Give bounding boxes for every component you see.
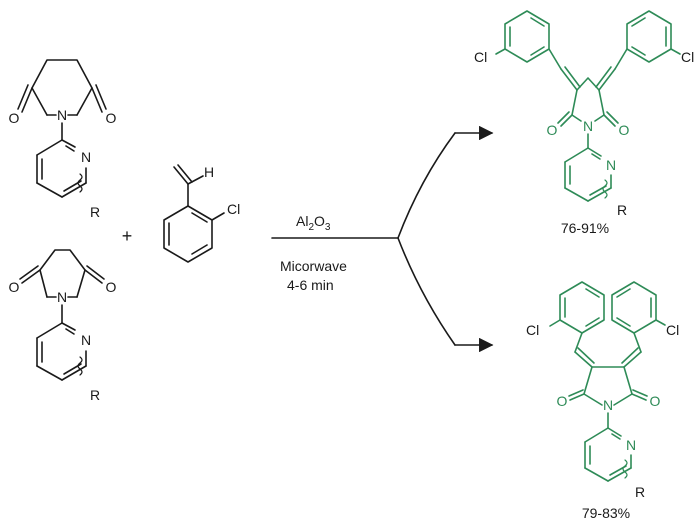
five-membered-product (549, 281, 666, 482)
six-membered-product (495, 10, 681, 202)
p2-o-right: O (650, 393, 661, 409)
glutarimide-n-pyridine: N (81, 149, 91, 165)
succinimide-n-pyridine: N (81, 332, 91, 348)
succinimide-n-imide: N (57, 289, 67, 305)
glutarimide-reactant: O O N N R (9, 59, 117, 220)
succinimide-o-right: O (106, 279, 117, 295)
chlorobenzaldehyde-reactant: H Cl (163, 164, 240, 263)
reaction-arrow (271, 125, 494, 353)
aldehyde-h-label: H (204, 164, 214, 180)
p1-yield: 76-91% (561, 220, 609, 236)
p2-n-pyridine: N (626, 437, 636, 453)
p2-cl-right: Cl (666, 322, 679, 338)
energy-label: Micorwave (280, 258, 347, 274)
succinimide-o-left: O (9, 279, 20, 295)
p1-n-imide: N (583, 118, 593, 134)
aldehyde-cl-label: Cl (227, 201, 240, 217)
succinimide-reactant: O O N N R (9, 249, 117, 403)
p1-cl-right: Cl (681, 49, 694, 65)
p2-cl-left: Cl (526, 322, 539, 338)
p1-n-pyridine: N (606, 157, 616, 173)
catalyst-label: Al2O3 (296, 213, 331, 233)
succinimide-r-group: R (90, 387, 100, 403)
p2-yield: 79-83% (582, 505, 630, 521)
p2-r-group: R (635, 484, 645, 500)
glutarimide-o-left: O (9, 110, 20, 126)
p1-r-group: R (617, 202, 627, 218)
p2-o-left: O (557, 393, 568, 409)
plus-sign: + (122, 226, 133, 246)
glutarimide-o-right: O (106, 110, 117, 126)
time-label: 4-6 min (287, 277, 334, 293)
glutarimide-r-group: R (90, 204, 100, 220)
p1-cl-left: Cl (474, 49, 487, 65)
glutarimide-n-imide: N (57, 107, 67, 123)
p1-o-right: O (619, 122, 630, 138)
p2-n-imide: N (603, 397, 613, 413)
p1-o-left: O (547, 122, 558, 138)
